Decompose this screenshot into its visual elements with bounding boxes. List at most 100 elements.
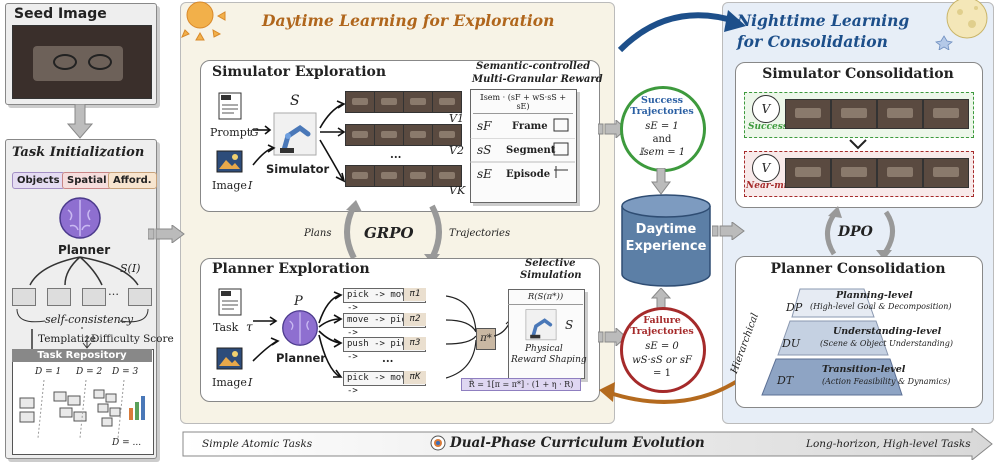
planner-sim-symbol: S <box>565 318 574 332</box>
nighttime-title-2: for Consolidation <box>737 32 888 51</box>
curriculum-left: Simple Atomic Tasks <box>202 438 313 450</box>
curriculum-arrow <box>182 428 993 460</box>
failure-title-2: Trajectories <box>630 326 694 337</box>
video-frame <box>345 165 375 187</box>
level-title-transition: Transition-level <box>822 364 906 375</box>
reward-name-episode: Episode <box>506 169 551 180</box>
reward-sym-frame: sF <box>477 119 492 133</box>
experience-1: Daytime <box>635 222 697 237</box>
planner-label-init: Planner <box>58 243 111 257</box>
plan-pi: π1 <box>403 288 426 301</box>
video-frame <box>877 99 923 129</box>
plans-label: Plans <box>304 228 332 239</box>
tag-afford: Afford. <box>108 172 157 189</box>
success-circle <box>620 86 706 172</box>
video-frame <box>403 165 433 187</box>
level-sym-du: DU <box>782 337 801 350</box>
level-title-planning: Planning-level <box>836 290 913 301</box>
sim-arrows <box>252 100 346 183</box>
success-label: Success <box>748 122 788 132</box>
failure-eq1: sE = 0 <box>645 341 679 352</box>
planner-arrows <box>252 291 343 378</box>
v-circle: V <box>752 95 780 123</box>
difficulty-arrow <box>82 335 92 349</box>
sun-icon <box>181 1 226 41</box>
planner-symbol: P <box>294 294 303 309</box>
plan-pi: πK <box>403 371 426 384</box>
trajectories-label: Trajectories <box>449 228 511 239</box>
reward-card <box>470 89 577 203</box>
experience-cylinder <box>621 194 711 287</box>
selective-1: Selective <box>525 258 576 269</box>
video-frame <box>432 91 462 113</box>
shaping-2: Reward Shaping <box>511 355 587 365</box>
near-miss-label: Near-miss <box>746 181 798 191</box>
simulator-label: Simulator <box>266 162 330 176</box>
plan-text: push -> pick -> <box>347 339 413 362</box>
video-frame <box>923 99 969 129</box>
plan-pi: π3 <box>403 337 426 350</box>
video-frame <box>403 124 433 146</box>
dpo-label: DPO <box>838 224 873 240</box>
video-frame <box>877 158 923 188</box>
consistency-brace <box>16 308 149 329</box>
grpo-label: GRPO <box>364 224 414 242</box>
preference-chevron-icon <box>849 139 867 150</box>
video-label-v2: V2 <box>449 144 464 157</box>
nighttime-title-1: Nighttime Learning <box>737 11 910 30</box>
video-frame <box>374 91 404 113</box>
curriculum-center: Dual-Phase Curriculum Evolution <box>450 435 705 451</box>
video-frame <box>785 158 831 188</box>
plan-box: pick -> move ->πK <box>343 371 426 396</box>
robot-arm-icon <box>273 112 317 156</box>
shaping-1: Physical <box>525 344 563 354</box>
image-icon <box>216 347 243 370</box>
sim-consolidation-title: Simulator Consolidation <box>762 66 954 82</box>
failure-title-1: Failure <box>643 315 681 326</box>
success-title-2: Trajectories <box>630 106 694 117</box>
video-frame <box>374 124 404 146</box>
repository-blocks <box>19 379 145 439</box>
level-d1: D = 1 <box>35 367 62 377</box>
templatize-label: Templatize <box>38 333 97 345</box>
dpo-loop-arrows <box>825 206 895 260</box>
failure-circle <box>620 307 706 393</box>
seed-image-title: Seed Image <box>14 6 107 22</box>
reward-dividers <box>470 138 575 163</box>
task-repository-title: Task Repository <box>12 349 152 362</box>
final-reward-formula: R̃ = 1[π = π*] · (1 + η · R) <box>461 378 581 391</box>
video-frame <box>345 124 375 146</box>
reward-sym-episode: sE <box>477 167 492 181</box>
grpo-loop-arrows <box>344 200 442 264</box>
r-formula: R(S(π*)) <box>508 292 583 305</box>
planner-label: Planner <box>276 351 326 365</box>
level-sym-dt: DT <box>777 374 794 387</box>
plan-box: push -> pick ->π3 <box>343 337 426 362</box>
plan-pi: π2 <box>403 313 426 326</box>
experience-to-night-arrow <box>712 222 745 240</box>
night-to-day-curve <box>599 374 747 404</box>
success-title-1: Success <box>640 95 684 106</box>
sim-exploration-title: Simulator Exploration <box>212 64 387 80</box>
success-eq1: sE = 1 <box>645 121 679 132</box>
video-frame <box>831 99 877 129</box>
task-doc-icon <box>218 92 242 120</box>
reward-title-2: Multi-Granular Reward <box>472 74 603 85</box>
seed-to-init-arrow <box>67 104 93 139</box>
level-desc-transition: (Action Feasibility & Dynamics) <box>822 377 951 386</box>
image-var-sim: I <box>248 179 253 192</box>
plan-merge-lines <box>446 295 477 379</box>
success-and: and <box>652 134 672 145</box>
level-d3: D = 3 <box>112 367 139 377</box>
video-frame <box>403 91 433 113</box>
reward-sym-segment: sS <box>477 143 492 157</box>
task-label: Task <box>213 321 239 334</box>
level-sym-dp: DP <box>786 301 803 314</box>
prompt-label: Prompt <box>210 126 252 139</box>
init-to-daytime-arrow <box>148 225 185 243</box>
robot-arm-icon <box>525 309 557 341</box>
difficulty-label: Difficulty Score <box>91 333 174 345</box>
level-dn: D = ... <box>112 438 142 448</box>
day-to-night-curve <box>617 10 746 53</box>
reward-row-icons <box>553 118 569 178</box>
